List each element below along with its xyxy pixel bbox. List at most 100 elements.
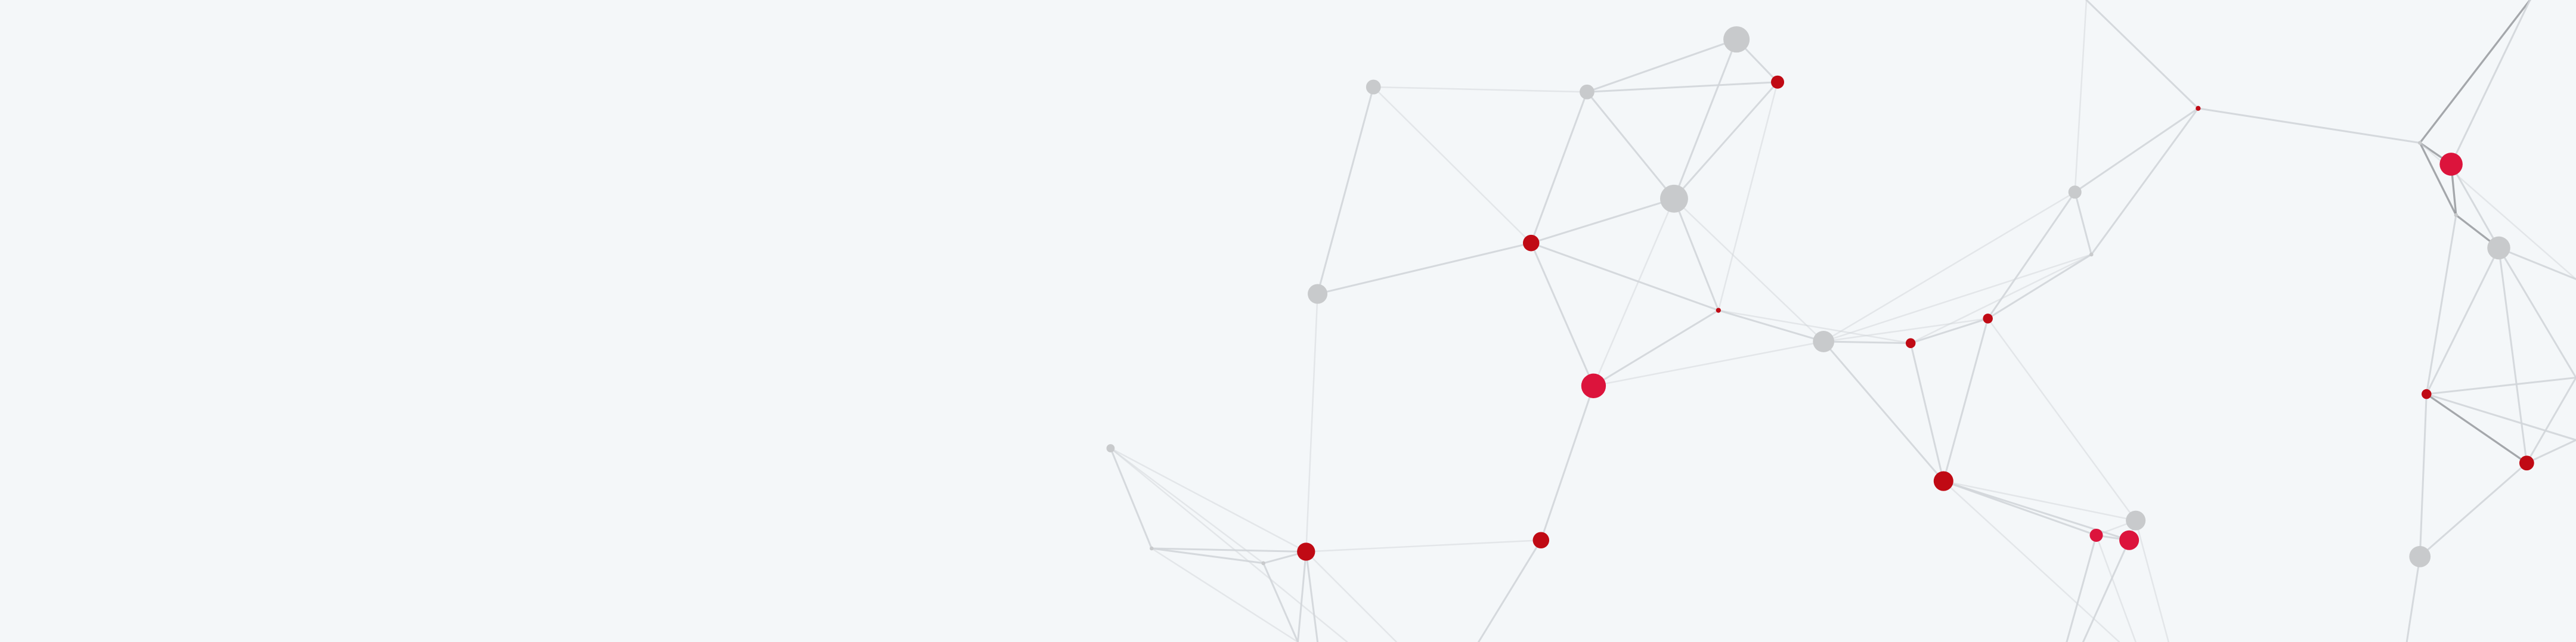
network-edge [1822,340,1945,482]
network-node-red [2519,455,2534,471]
network-node-grey [2454,213,2459,218]
network-edge [2074,107,2199,193]
network-node-grey [1660,184,1688,213]
network-edge [2090,107,2199,256]
network-node-grey [1308,284,1328,304]
network-edge [1942,317,1989,482]
network-node-red [2422,389,2432,399]
network-edge [2525,377,2576,464]
network-edge [1673,198,1825,343]
network-edge [2066,534,2098,642]
network-edge [1822,191,2076,343]
network-edge [1717,309,1825,343]
network-node-red [1905,338,1916,348]
network-edge [2497,247,2528,464]
network-edge [2425,393,2576,441]
network-nodes [1106,26,2534,567]
network-edge [1943,480,2120,642]
network-edge [2450,163,2500,249]
network-edge [2085,0,2199,110]
network-edge [1987,253,2092,320]
network-edge [2425,214,2457,395]
network-edge [1717,309,1912,344]
network-edge [2197,107,2421,144]
network-edge [1373,86,1532,244]
network-edge [1151,547,1299,642]
network-edge [2425,393,2528,464]
network-edge [2419,0,2531,144]
network-edges [1109,0,2576,642]
network-edge [1262,562,1299,642]
network-node-red [1532,532,1550,548]
network-node-grey [1813,331,1835,352]
network-edge [1530,91,1588,244]
network-edge [1586,91,1675,200]
network-edge [2497,247,2576,379]
network-edge [1593,198,1675,387]
network-edge [1305,539,1542,553]
network-node-grey [1106,444,1115,452]
network-edge [1478,539,1542,642]
network-node-red [1297,542,1315,561]
network-node-red [1983,314,1993,324]
network-edge [1305,551,1398,642]
network-node-red [1933,471,1953,491]
network-node-grey [2409,545,2431,567]
network-edge [1530,197,1675,244]
network-edge [2095,534,2137,642]
network-node-grey [1150,546,1154,551]
network-node-grey [2126,510,2146,531]
network-edge [2074,191,2092,256]
network-edge [2425,247,2500,395]
network-node-red [1716,308,1721,313]
network-node-grey [1580,84,1594,100]
network-edge [2074,0,2088,193]
network-edge [1110,447,1348,642]
network-edge [2082,539,2131,642]
network-node-red [2089,528,2103,542]
network-edge [1540,384,1594,541]
network-edge [1530,242,1594,387]
network-edge [1586,81,1779,93]
network-edge [1593,340,1825,387]
network-edge [1909,317,1989,345]
network-edge [1317,242,1532,295]
network-edge [2450,0,2531,165]
network-edge [2419,393,2428,558]
network-node-grey [2417,141,2422,145]
network-edge [1987,318,2137,522]
network-node-grey [1366,79,1381,95]
network-edge [1373,86,1588,93]
network-edge [1909,253,2092,344]
network-edge [2135,519,2169,642]
network-edge [1305,550,1319,642]
network-edge [1317,86,1374,295]
network-edge [1305,293,1318,553]
network-node-grey [2068,185,2082,199]
network-edge [1150,547,1265,565]
network-edge [1717,81,1779,311]
network-edge [1673,197,1720,312]
network-edge [1109,447,1153,550]
network-edge [2525,439,2576,464]
network-node-grey [1723,26,1750,53]
network-edge [2425,377,2576,395]
network-node-red [2439,153,2463,176]
network-edge [2405,556,2421,642]
network-edge [1822,253,2092,343]
network-node-grey [1261,561,1265,566]
network-node-grey [2487,236,2510,260]
network-node-red [2196,106,2201,111]
network-node-grey [2089,252,2094,257]
network-edge [1586,38,1738,93]
network-node-red [1581,373,1606,398]
network-edge [1822,318,1989,343]
network-node-red [1522,234,1540,252]
network-edge [1297,550,1307,642]
network-edge [1592,309,1720,387]
network-edge [1150,547,1307,553]
network-edge [1673,81,1779,200]
network-edge [1110,447,1264,565]
